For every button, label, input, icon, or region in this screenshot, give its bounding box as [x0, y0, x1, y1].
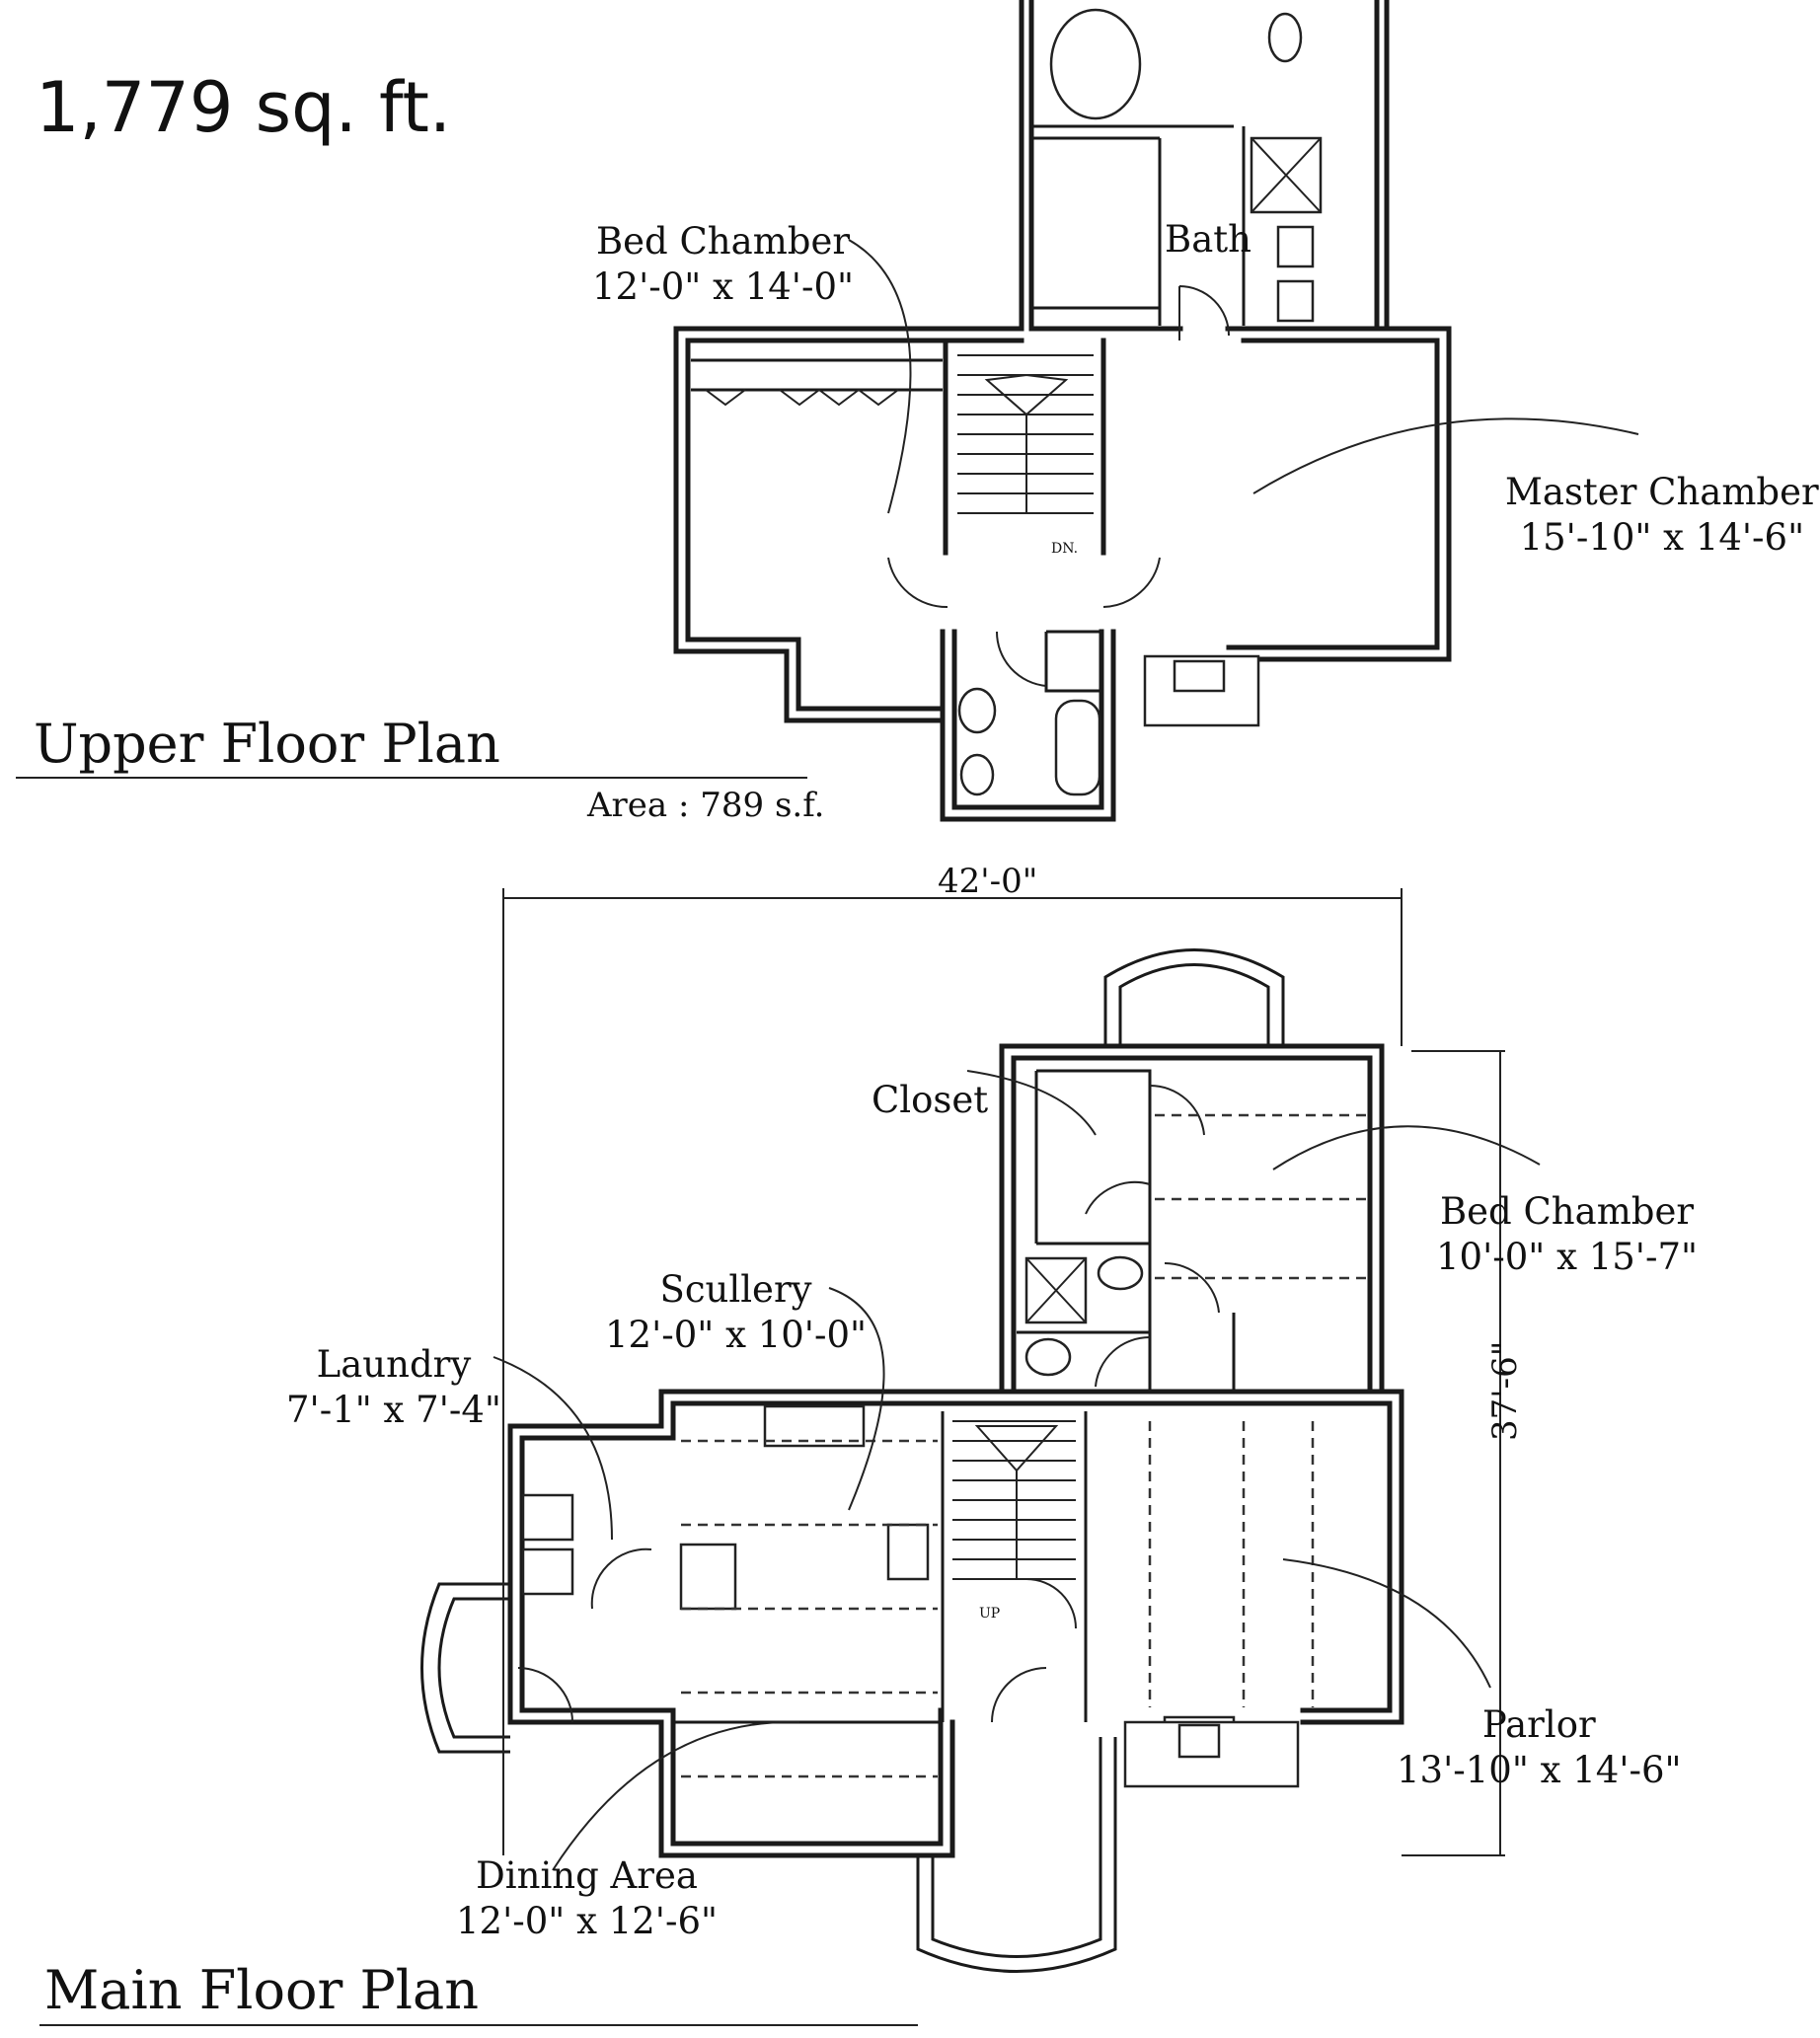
main-floor-title: Main Floor Plan	[44, 1959, 480, 2021]
upper-floor-walls	[673, 0, 1452, 822]
upper-bed-chamber-size: 12'-0" x 14'-0"	[592, 265, 855, 308]
master-chamber-name: Master Chamber	[1505, 471, 1819, 513]
dining-area-name: Dining Area	[476, 1854, 698, 1897]
dining-area-label: Dining Area 12'-0" x 12'-6"	[456, 1853, 718, 1944]
upper-bed-chamber-name: Bed Chamber	[595, 220, 851, 263]
main-bed-chamber-label: Bed Chamber 10'-0" x 15'-7"	[1436, 1189, 1698, 1280]
main-dimension-lines	[502, 888, 1505, 1856]
parlor-size: 13'-10" x 14'-6"	[1397, 1749, 1682, 1791]
upper-floor-title: Upper Floor Plan	[34, 713, 500, 775]
parlor-name: Parlor	[1481, 1703, 1596, 1746]
scullery-name: Scullery	[659, 1268, 812, 1311]
master-chamber-size: 15'-10" x 14'-6"	[1519, 516, 1805, 559]
total-area-label: 1,779 sq. ft.	[36, 67, 452, 148]
parlor-label: Parlor 13'-10" x 14'-6"	[1397, 1702, 1682, 1793]
closet-label: Closet	[872, 1079, 989, 1121]
main-bed-chamber-size: 10'-0" x 15'-7"	[1436, 1236, 1699, 1278]
scullery-size: 12'-0" x 10'-0"	[605, 1314, 868, 1356]
upper-floor-area: Area : 789 s.f.	[587, 786, 825, 825]
main-depth-dimension: 37'-6"	[1485, 1340, 1525, 1441]
main-floor-walls	[420, 948, 1404, 1973]
upper-stair-label: DN.	[1051, 541, 1079, 557]
main-bed-chamber-name: Bed Chamber	[1439, 1190, 1695, 1233]
master-chamber-label: Master Chamber 15'-10" x 14'-6"	[1505, 470, 1819, 561]
laundry-label: Laundry 7'-1" x 7'-4"	[286, 1342, 501, 1433]
main-bath-fixtures	[1024, 1255, 1144, 1377]
main-width-dimension: 42'-0"	[938, 862, 1038, 901]
laundry-size: 7'-1" x 7'-4"	[286, 1389, 501, 1431]
upper-bath-fixtures	[957, 8, 1323, 796]
scullery-label: Scullery 12'-0" x 10'-0"	[605, 1267, 867, 1358]
laundry-name: Laundry	[316, 1343, 472, 1386]
dining-area-size: 12'-0" x 12'-6"	[456, 1900, 719, 1942]
leader-lines	[493, 239, 1639, 1871]
main-stair-label: UP	[979, 1606, 1001, 1622]
upper-bed-chamber-label: Bed Chamber 12'-0" x 14'-0"	[592, 219, 854, 310]
upper-bath-label: Bath	[1165, 218, 1251, 261]
